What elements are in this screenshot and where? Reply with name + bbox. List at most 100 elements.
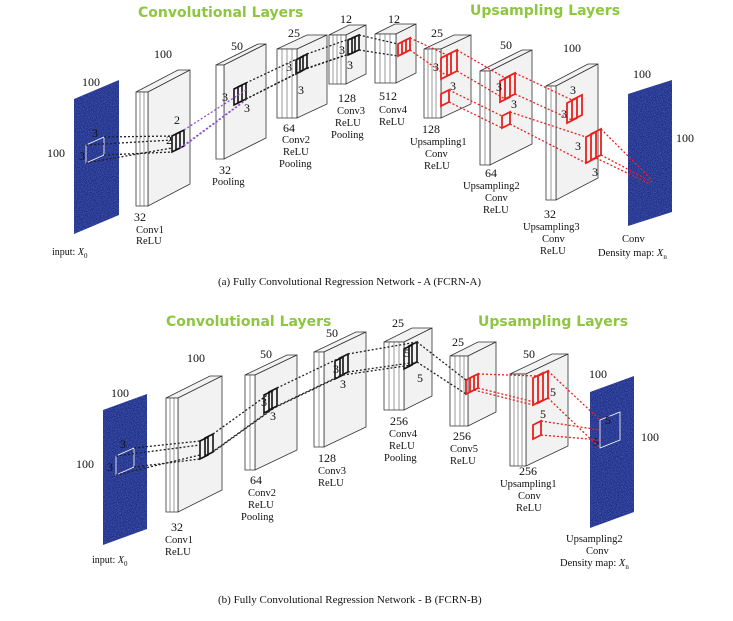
layer3-line1-a: Conv2: [282, 135, 310, 146]
input-left-b: 100: [76, 457, 94, 471]
layer8-bottom-a: 32: [544, 207, 556, 221]
diagram-b: Convolutional Layers Upsampling Layers 1…: [76, 314, 659, 606]
b-layer6-line3: ReLU: [516, 503, 542, 514]
b-layer4-line1: Conv4: [389, 429, 418, 440]
layer-conv4-a: 12 512 Conv4 ReLU: [374, 12, 417, 128]
b-layer2-line2: ReLU: [248, 500, 274, 511]
b-layer3-line1: Conv3: [318, 466, 346, 477]
b-layer6-top: 50: [523, 347, 535, 361]
layer1-line1-a: Conv1: [136, 225, 164, 236]
layer5-bottom-a: 512: [379, 89, 397, 103]
caption-b: (b) Fully Convolutional Regression Netwo…: [218, 594, 482, 606]
input-caption-b: input: X0: [92, 555, 128, 568]
layer4-top-a: 12: [340, 12, 352, 26]
layer-conv1-b: 100 32 Conv1 ReLU: [165, 351, 223, 558]
b-layer5-top: 25: [452, 335, 464, 349]
layer8-k2-a: 3: [561, 107, 567, 121]
b-layer2-top: 50: [260, 347, 272, 361]
layer8-line2-a: Conv: [542, 234, 566, 245]
input-kernel-w-b: 3: [120, 437, 126, 451]
layer7-k1-a: 3: [496, 80, 502, 94]
b-layer6-bottom: 256: [519, 464, 537, 478]
b-layer1-bottom: 32: [171, 520, 183, 534]
input-kernel-h-b: 3: [107, 460, 113, 474]
b-layer1-line1: Conv1: [165, 535, 193, 546]
input-map-b: [103, 394, 147, 545]
layer4-k1-a: 3: [339, 43, 345, 57]
layer4-bottom-a: 128: [338, 91, 356, 105]
layer6-top-a: 25: [431, 26, 443, 40]
b-layer4-bottom: 256: [390, 414, 408, 428]
caption-a: (a) Fully Convolutional Regression Netwo…: [218, 276, 481, 288]
b-layer4-line3: Pooling: [384, 453, 417, 464]
layer7-bottom-a: 64: [485, 166, 497, 180]
output-line1-a: Conv: [622, 234, 646, 245]
connections-a: [85, 34, 653, 185]
upsampling-layers-header-a: Upsampling Layers: [470, 3, 620, 19]
layer-up1-b: 50 256 Upsampling1 Conv ReLU 5 5: [500, 347, 569, 514]
layer7-line1-a: Upsampling2: [463, 181, 520, 192]
layer2-bottom-a: 32: [219, 163, 231, 177]
b-layer3-line2: ReLU: [318, 478, 344, 489]
layer2-top-a: 50: [231, 39, 243, 53]
layer-conv2-b: 50 64 Conv2 ReLU Pooling 3 3: [241, 347, 298, 523]
layer3-line3-a: Pooling: [279, 159, 312, 170]
diagram-a: Convolutional Layers Upsampling Layers 1…: [47, 3, 694, 288]
output-line3-b: Density map: Xn: [560, 558, 629, 571]
layer3-top-a: 25: [288, 26, 300, 40]
layer-pool1-a: 50 32 Pooling 3 3: [212, 39, 267, 188]
output-map-b: [590, 376, 634, 528]
output-top-b: 100: [589, 367, 607, 381]
output-top-a: 100: [633, 67, 651, 81]
output-line1-b: Upsampling2: [566, 534, 623, 545]
layer-up1-a: 25 128 Upsampling1 Conv ReLU 3 3: [410, 26, 472, 172]
b-layer4-k2: 5: [417, 371, 423, 385]
b-layer2-line3: Pooling: [241, 512, 274, 523]
output-right-b: 100: [641, 430, 659, 444]
input-top-b: 100: [111, 386, 129, 400]
b-layer2-k1: 3: [261, 395, 267, 409]
layer7-line3-a: ReLU: [483, 205, 509, 216]
layer1-k1-a: 2: [166, 133, 172, 147]
layer3-k1-a: 3: [286, 60, 292, 74]
input-left-a: 100: [47, 146, 65, 160]
input-kernel-w-a: 3: [92, 126, 98, 140]
layer5-top-a: 12: [388, 12, 400, 26]
layer2-k2-a: 3: [244, 101, 250, 115]
b-layer4-k1: 5: [404, 346, 410, 360]
layer1-bottom-a: 32: [134, 210, 146, 224]
layer8-k3-a: 3: [575, 139, 581, 153]
b-layer3-top: 50: [326, 326, 338, 340]
b-layer5-line2: ReLU: [450, 456, 476, 467]
layer-conv3-a: 12 128 Conv3 ReLU Pooling 3 3: [328, 12, 367, 141]
output-kernel-b: [599, 411, 621, 449]
upsampling-layers-header-b: Upsampling Layers: [478, 314, 628, 330]
input-top-a: 100: [82, 75, 100, 89]
b-layer1-top: 100: [187, 351, 205, 365]
layer8-k1-a: 3: [570, 83, 576, 97]
layer1-k2-a: 2: [174, 113, 180, 127]
layer8-line1-a: Upsampling3: [523, 222, 580, 233]
input-map-a: [74, 80, 119, 234]
layer3-line2-a: ReLU: [283, 147, 309, 158]
output-line2-a: Density map: Xn: [598, 248, 667, 261]
layer-conv2-a: 25 64 Conv2 ReLU Pooling 3 3: [276, 26, 328, 170]
b-layer2-bottom: 64: [250, 473, 262, 487]
layer2-line1-a: Pooling: [212, 177, 245, 188]
layer2-k1-a: 3: [222, 90, 228, 104]
b-layer3-k2: 3: [340, 377, 346, 391]
layer8-line3-a: ReLU: [540, 246, 566, 257]
b-layer6-k2: 5: [540, 407, 546, 421]
layer6-line2-a: Conv: [425, 149, 449, 160]
b-layer6-k1: 5: [550, 385, 556, 399]
layer6-k1-a: 3: [433, 60, 439, 74]
layer6-line3-a: ReLU: [424, 161, 450, 172]
b-layer5-line1: Conv5: [450, 444, 478, 455]
layer7-k2-a: 3: [511, 97, 517, 111]
layer3-bottom-a: 64: [283, 121, 295, 135]
layer4-k2-a: 3: [347, 58, 353, 72]
b-layer5-bottom: 256: [453, 429, 471, 443]
output-kernel-w-b: 5: [605, 413, 611, 427]
output-right-a: 100: [676, 131, 694, 145]
